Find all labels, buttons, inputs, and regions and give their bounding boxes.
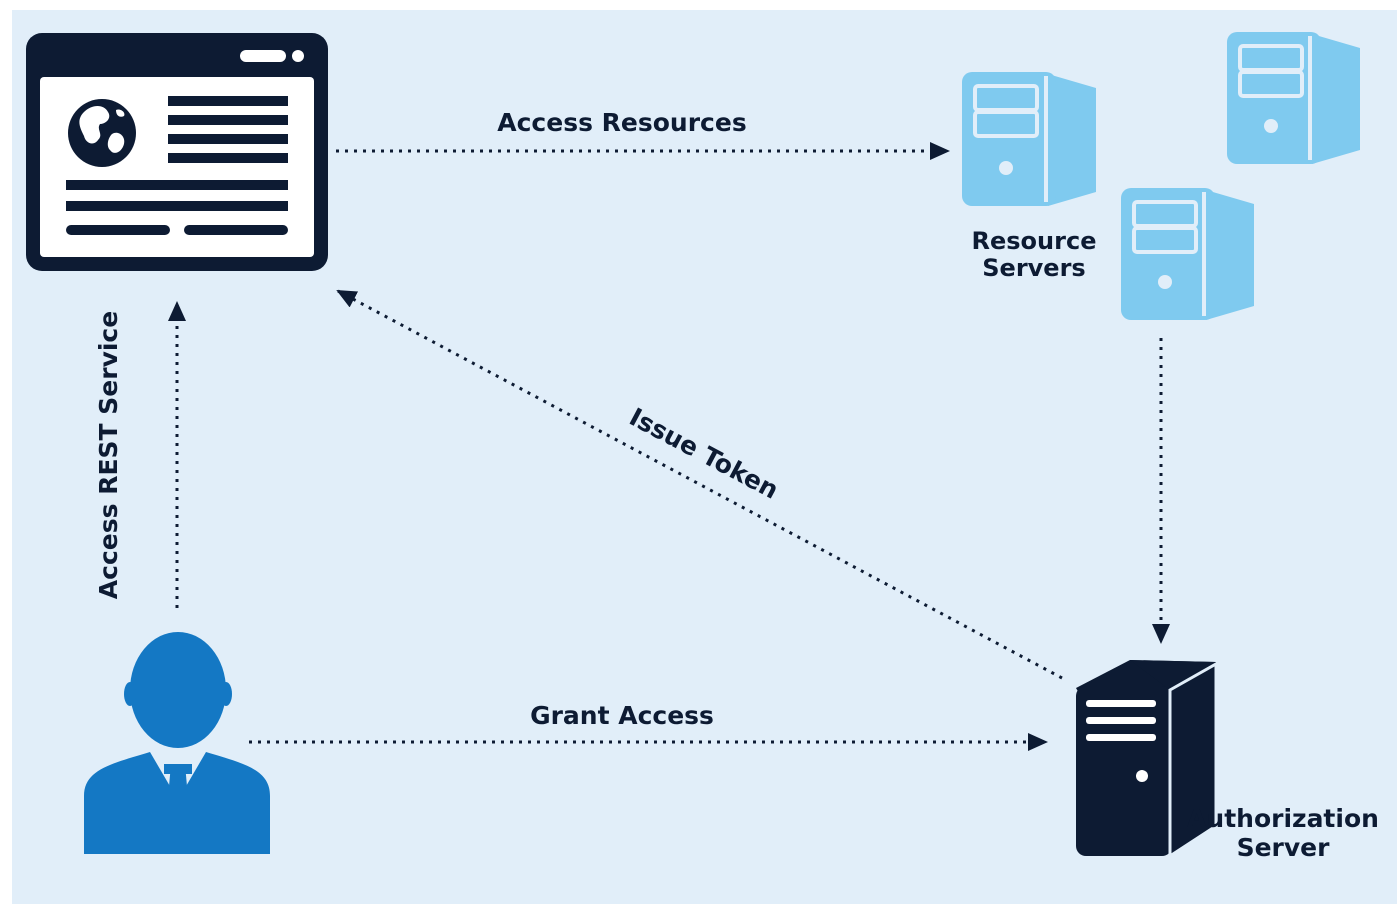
label-authorization-server-line1: Authorization [1187, 804, 1379, 833]
label-issue-token: Issue Token [625, 402, 784, 505]
client-browser-icon [26, 33, 328, 271]
diagram-canvas: Access Resources Resource Servers Issue … [26, 32, 1379, 862]
label-access-resources: Access Resources [497, 108, 746, 137]
label-authorization-server-line2: Server [1237, 833, 1331, 862]
oauth-flow-diagram: Access Resources Resource Servers Issue … [12, 10, 1397, 904]
label-resource-servers-line1: Resource [972, 227, 1097, 255]
globe-icon [68, 99, 136, 167]
authorization-server-icon [1076, 660, 1218, 859]
label-grant-access: Grant Access [530, 701, 714, 730]
user-icon [84, 632, 270, 854]
resource-server-icon-3 [1121, 188, 1254, 320]
label-access-rest-service: Access REST Service [94, 311, 123, 599]
resource-server-icon-1 [962, 72, 1096, 206]
label-resource-servers-line2: Servers [982, 254, 1085, 282]
arrow-issue-token [336, 289, 1063, 680]
resource-server-icon-2 [1227, 32, 1360, 164]
